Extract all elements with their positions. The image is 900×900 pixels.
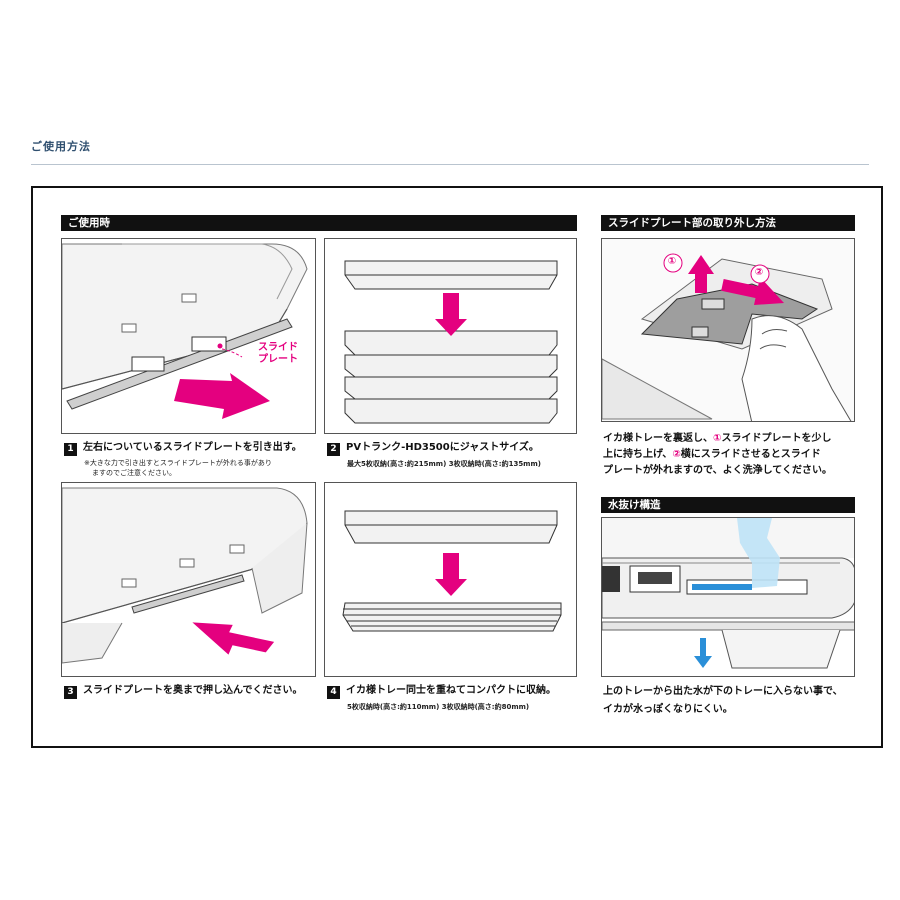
removal-text-line1: イカ様トレーを裏返し、①スライドプレートを少し <box>603 431 831 446</box>
drainage-illustration <box>601 517 855 677</box>
step1-illustration <box>61 238 316 434</box>
step2-text: PVトランク-HD3500にジャストサイズ。 <box>346 442 539 453</box>
step4-text: イカ様トレー同士を重ねてコンパクトに収納。 <box>346 685 556 696</box>
removal-section-title: スライドプレート部の取り外し方法 <box>608 217 776 229</box>
drainage-section-title: 水抜け構造 <box>608 499 661 511</box>
page-title: ご使用方法 <box>31 140 91 153</box>
removal-line1-mark: ① <box>713 433 722 444</box>
usage-section-header: ご使用時 <box>61 215 577 231</box>
step2-note: 最大5枚収納(高さ:約215mm) 3枚収納時(高さ:約135mm) <box>347 460 541 468</box>
step4-caption: 4 イカ様トレー同士を重ねてコンパクトに収納。 <box>327 684 556 699</box>
callout-line2: プレート <box>258 354 298 365</box>
drainage-text-line1: 上のトレーから出た水が下のトレーに入らない事で、 <box>603 686 843 697</box>
removal-line2-b: 横にスライドさせるとスライド <box>680 449 821 460</box>
removal-text-line3: プレートが外れますので、よく洗浄してください。 <box>603 465 832 476</box>
step3-text: スライドプレートを奥まで押し込んでください。 <box>83 685 303 696</box>
step-marker-2: ② <box>754 267 764 278</box>
callout-line1: スライド <box>258 342 298 353</box>
title-divider <box>31 164 869 165</box>
instructions-frame <box>31 186 883 748</box>
step1-note-line2: ますのでご注意ください。 <box>92 469 176 477</box>
drainage-text-line2: イカが水っぽくなりにくい。 <box>603 704 733 715</box>
removal-line1-a: イカ様トレーを裏返し、 <box>603 433 713 444</box>
step2-illustration <box>324 238 577 434</box>
removal-line1-b: スライドプレートを少し <box>721 433 832 444</box>
drainage-section-header: 水抜け構造 <box>601 497 855 513</box>
step2-number: 2 <box>327 443 340 456</box>
step1-note-line1: ※大きな力で引き出すとスライドプレートが外れる事があり <box>84 459 272 467</box>
step4-note: 5枚収納時(高さ:約110mm) 3枚収納時(高さ:約80mm) <box>347 703 530 711</box>
step3-number: 3 <box>64 686 77 699</box>
removal-line2-mark: ② <box>672 449 681 460</box>
step2-caption: 2 PVトランク-HD3500にジャストサイズ。 <box>327 441 539 456</box>
step3-illustration <box>61 482 316 677</box>
step3-caption: 3 スライドプレートを奥まで押し込んでください。 <box>64 684 303 699</box>
removal-illustration <box>601 238 855 422</box>
step1-caption: 1 左右についているスライドプレートを引き出す。 <box>64 441 302 456</box>
removal-line2-a: 上に持ち上げ、 <box>603 449 673 460</box>
usage-section-title: ご使用時 <box>68 217 110 229</box>
removal-text-line2: 上に持ち上げ、②横にスライドさせるとスライド <box>603 447 821 462</box>
step4-illustration <box>324 482 577 677</box>
removal-section-header: スライドプレート部の取り外し方法 <box>601 215 855 231</box>
step4-number: 4 <box>327 686 340 699</box>
step-marker-1: ① <box>667 256 677 267</box>
step1-number: 1 <box>64 443 77 456</box>
slide-plate-callout: スライド プレート <box>248 342 308 366</box>
step1-text: 左右についているスライドプレートを引き出す。 <box>83 442 302 453</box>
